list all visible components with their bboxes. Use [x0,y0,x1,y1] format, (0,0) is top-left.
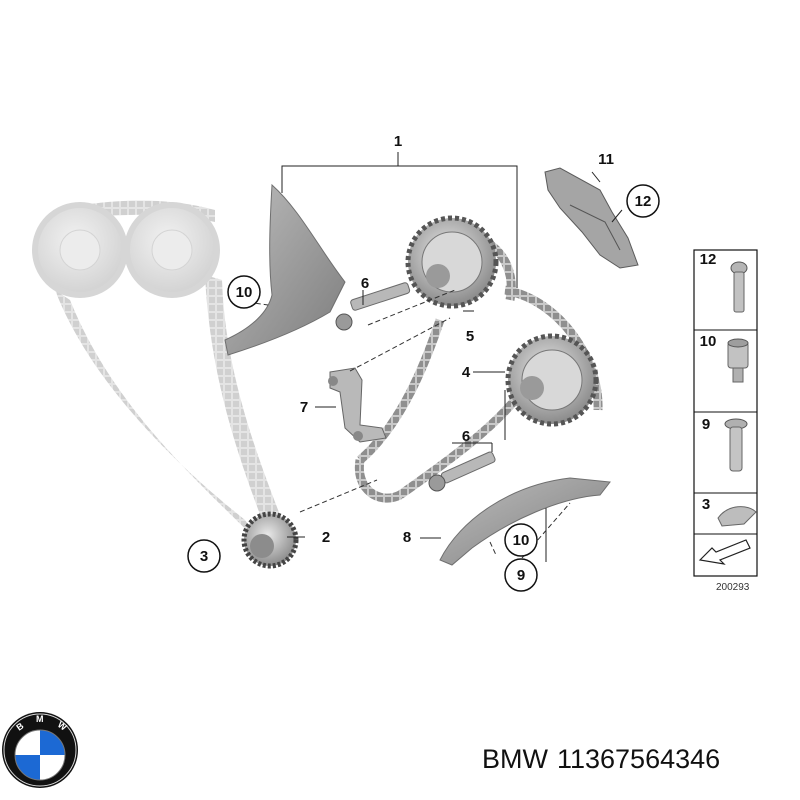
callout-circle-12: 12 [626,184,660,218]
part-number: 11367564346 [556,744,721,774]
part-caption: BMW 11367564346 [482,744,729,775]
pin-icon [724,418,748,472]
callout-3-label: 3 [200,548,208,565]
sleeve-icon [727,338,749,383]
callout-7-label: 7 [300,399,308,416]
legend-item-3-label: 3 [702,496,710,513]
key-icon [717,506,757,527]
direction-arrow-icon [698,539,751,565]
bolt-lower [428,451,496,492]
parts-legend: 12 10 9 3 200293 [693,249,758,593]
callout-circle-10a: 10 [227,275,261,309]
legend-code: 200293 [716,582,750,593]
callout-10a-label: 10 [236,284,253,301]
svg-text:M: M [36,714,44,724]
callout-10b-label: 10 [513,532,530,549]
screw-icon [730,261,748,313]
callout-11-label: 11 [598,151,614,168]
callout-5-label: 5 [466,328,474,345]
bmw-logo: B M W [2,712,78,788]
callout-8-label: 8 [403,529,411,546]
callout-9-label: 9 [517,567,525,584]
bolt-upper [335,282,411,331]
callout-4-label: 4 [462,364,471,381]
callout-circle-10b: 10 [504,523,538,557]
callout-circle-9: 9 [504,558,538,592]
svg-text:B: B [14,720,25,732]
chain-tensioner-bracket [328,367,387,443]
camshaft-sprocket-upper [405,215,499,309]
callout-2-label: 2 [322,529,330,546]
callout-1-label: 1 [394,133,402,150]
ghost-chain-drive [32,200,280,545]
camshaft-sprocket-lower [505,333,599,427]
tensioner-rail [439,477,611,566]
brand-label: BMW [482,744,548,774]
callout-6a-label: 6 [361,275,369,292]
chain-guide-cover [544,167,639,269]
callout-6b-label: 6 [462,428,470,445]
upper-guide-rail [224,183,346,356]
crankshaft-sprocket [241,511,299,569]
legend-item-12-label: 12 [700,251,717,268]
callout-circle-3: 3 [187,539,221,573]
leader-lines [281,152,623,576]
legend-item-9-label: 9 [702,416,710,433]
legend-item-10-label: 10 [700,333,717,350]
callout-12-label: 12 [635,193,652,210]
